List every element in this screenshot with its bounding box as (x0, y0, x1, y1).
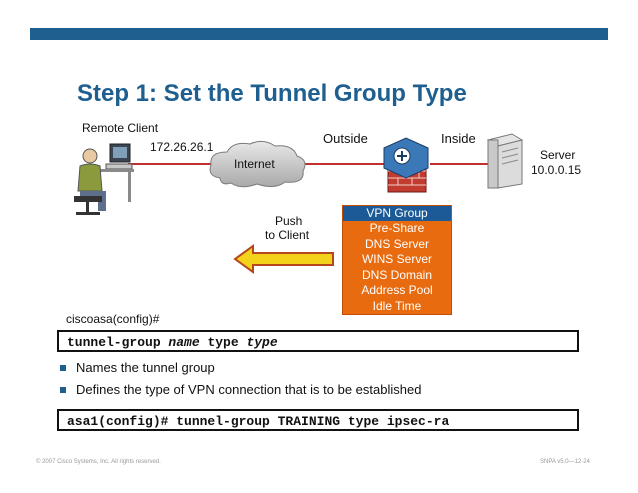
asa-firewall-icon (383, 137, 429, 193)
remote-client-icon (74, 143, 134, 215)
vpn-group-item: DNS Server (364, 236, 429, 251)
vpn-group-item: Address Pool (361, 283, 433, 297)
remote-client-label: Remote Client (82, 121, 159, 135)
vpn-group-item: Pre-Share (369, 221, 425, 235)
bullet-square-icon (60, 386, 66, 393)
bullet-text: Defines the type of VPN connection that … (76, 382, 422, 397)
bullet-item: Defines the type of VPN connection that … (60, 382, 421, 397)
push-to-client-label: to Client (265, 228, 310, 242)
client-ip-label: 172.26.26.1 (150, 140, 214, 154)
syntax-type-arg: type (246, 335, 278, 350)
syntax-prefix: tunnel-group (67, 335, 169, 350)
inside-label: Inside (441, 131, 476, 146)
header-bar (30, 28, 608, 40)
bullet-item: Names the tunnel group (60, 360, 215, 375)
outside-label: Outside (323, 131, 368, 146)
bullet-text: Names the tunnel group (76, 360, 215, 375)
vpn-group-header: VPN Group (343, 206, 451, 221)
server-label: Server (540, 148, 576, 162)
syntax-middle: type (199, 335, 247, 350)
copyright-footer: © 2007 Cisco Systems, Inc. All rights re… (36, 459, 161, 465)
push-label: Push (275, 214, 303, 228)
link-client-internet (128, 163, 214, 165)
vpn-group-box: VPN Group Pre-Share DNS Server WINS Serv… (342, 205, 452, 315)
slide-title: Step 1: Set the Tunnel Group Type (77, 80, 467, 107)
push-arrow-icon (233, 244, 334, 274)
vpn-group-item: WINS Server (361, 252, 432, 266)
link-asa-server (430, 163, 490, 165)
server-icon (486, 133, 524, 189)
syntax-command-box: tunnel-group name type type (57, 330, 579, 352)
internet-cloud-icon (209, 140, 306, 188)
bullet-square-icon (60, 364, 66, 371)
link-internet-asa (302, 163, 388, 165)
vpn-group-item: DNS Domain (361, 267, 433, 282)
config-prompt: ciscoasa(config)# (66, 312, 160, 326)
syntax-name-arg: name (168, 335, 200, 350)
server-ip-label: 10.0.0.15 (531, 163, 582, 177)
example-command-box: asa1(config)# tunnel-group TRAINING type… (57, 409, 579, 431)
internet-label: Internet (234, 157, 275, 171)
slide-number-footer: SNPA v5.0—12-24 (540, 459, 590, 465)
vpn-group-item: Idle Time (372, 298, 422, 313)
